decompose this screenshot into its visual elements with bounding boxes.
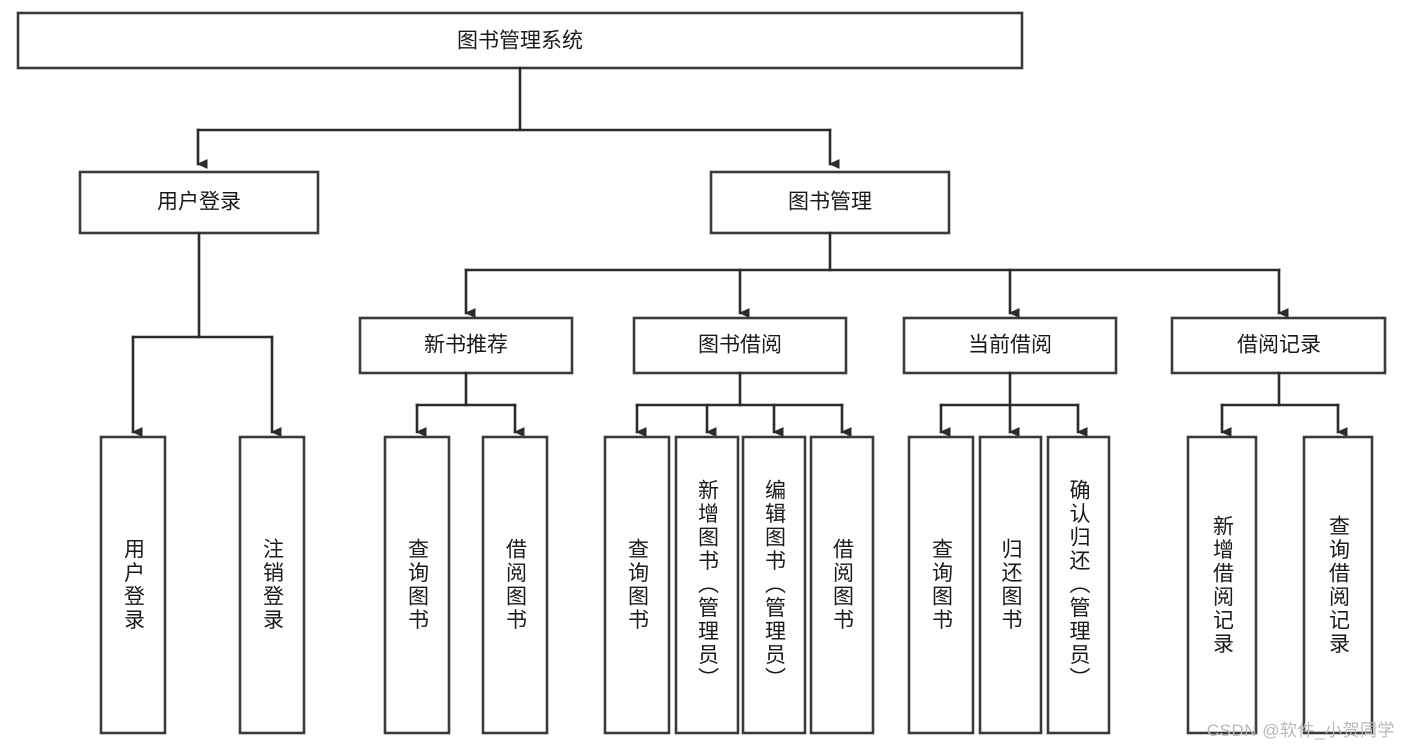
node-book-borrow-box — [632, 316, 848, 375]
node-root-label: 图书管理系统 — [457, 30, 583, 53]
node-borrow-record[interactable]: 借阅记录 — [1170, 316, 1387, 375]
leaf-box-query-book-1[interactable] — [383, 435, 451, 735]
node-book-management-box — [709, 170, 951, 235]
leaf-box-return-book[interactable] — [978, 435, 1043, 735]
node-user-login[interactable]: 用户登录 — [78, 170, 320, 235]
leaf-box-confirm-return-admin[interactable] — [1046, 435, 1111, 735]
node-current-borrow[interactable]: 当前借阅 — [902, 316, 1118, 375]
node-book-management[interactable]: 图书管理 — [709, 170, 951, 235]
node-new-book-recommend[interactable]: 新书推荐 — [358, 316, 574, 375]
node-borrow-record-label: 借阅记录 — [1237, 334, 1321, 357]
leaf-box-query-book-2[interactable] — [603, 435, 671, 735]
leaf-box-user-login[interactable] — [99, 435, 167, 735]
node-current-borrow-box — [902, 316, 1118, 375]
node-book-borrow-label: 图书借阅 — [698, 334, 782, 357]
leaf-box-edit-book-admin[interactable] — [741, 435, 807, 735]
node-user-login-label: 用户登录 — [157, 191, 241, 214]
leaf-box-query-borrow-record[interactable] — [1302, 435, 1374, 735]
node-current-borrow-label: 当前借阅 — [968, 334, 1052, 357]
leaf-box-borrow-book-1[interactable] — [481, 435, 549, 735]
node-new-book-recommend-label: 新书推荐 — [424, 334, 508, 357]
leaf-box-user-logout[interactable] — [238, 435, 306, 735]
node-book-borrow[interactable]: 图书借阅 — [632, 316, 848, 375]
leaf-box-add-borrow-record[interactable] — [1186, 435, 1258, 735]
leaf-box-add-book-admin[interactable] — [674, 435, 740, 735]
node-new-book-recommend-box — [358, 316, 574, 375]
node-root-box — [16, 11, 1024, 70]
node-book-management-label: 图书管理 — [788, 191, 872, 214]
leaf-box-query-book-3[interactable] — [907, 435, 975, 735]
leaf-box-borrow-book-2[interactable] — [809, 435, 875, 735]
watermark-text: CSDN @软件_小贺同学 — [1206, 721, 1395, 740]
node-root[interactable]: 图书管理系统 — [16, 11, 1024, 70]
node-borrow-record-box — [1170, 316, 1387, 375]
